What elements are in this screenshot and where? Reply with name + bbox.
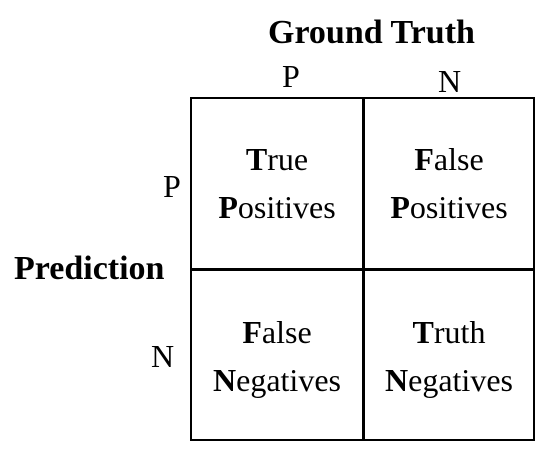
word-rest: egatives: [236, 362, 341, 398]
word-rest: alse: [261, 314, 312, 350]
word-rest: egatives: [408, 362, 513, 398]
word-rest: ositives: [409, 189, 508, 225]
initial-letter: N: [213, 362, 237, 398]
ground-truth-title: Ground Truth: [268, 14, 475, 51]
initial-letter: F: [242, 314, 262, 350]
cell-false-negatives: False Negatives: [191, 270, 363, 442]
initial-letter: T: [245, 141, 268, 177]
initial-letter: T: [412, 314, 434, 350]
prediction-title: Prediction: [14, 250, 165, 287]
cell-line: Positives: [218, 183, 335, 231]
word-rest: rue: [267, 141, 309, 177]
cell-false-positives: False Positives: [363, 97, 535, 269]
cell-line: Positives: [390, 183, 507, 231]
cell-line: Negatives: [385, 356, 513, 404]
cell-line: Negatives: [213, 356, 341, 404]
ground-truth-positive-label: P: [282, 58, 300, 94]
cell-line: False: [242, 308, 311, 356]
word-rest: ositives: [237, 189, 336, 225]
cell-true-positives: True Positives: [191, 97, 363, 269]
prediction-positive-label: P: [163, 168, 181, 204]
word-rest: alse: [433, 141, 484, 177]
cell-line: True: [246, 135, 308, 183]
initial-letter: P: [218, 189, 238, 225]
cell-truth-negatives: Truth Negatives: [363, 270, 535, 442]
word-rest: ruth: [433, 314, 486, 350]
initial-letter: P: [390, 189, 410, 225]
cell-line: False: [414, 135, 483, 183]
initial-letter: F: [414, 141, 434, 177]
ground-truth-negative-label: N: [438, 63, 462, 99]
cell-line: Truth: [413, 308, 486, 356]
initial-letter: N: [385, 362, 409, 398]
matrix-horizontal-divider: [190, 268, 535, 271]
prediction-negative-label: N: [151, 338, 175, 374]
